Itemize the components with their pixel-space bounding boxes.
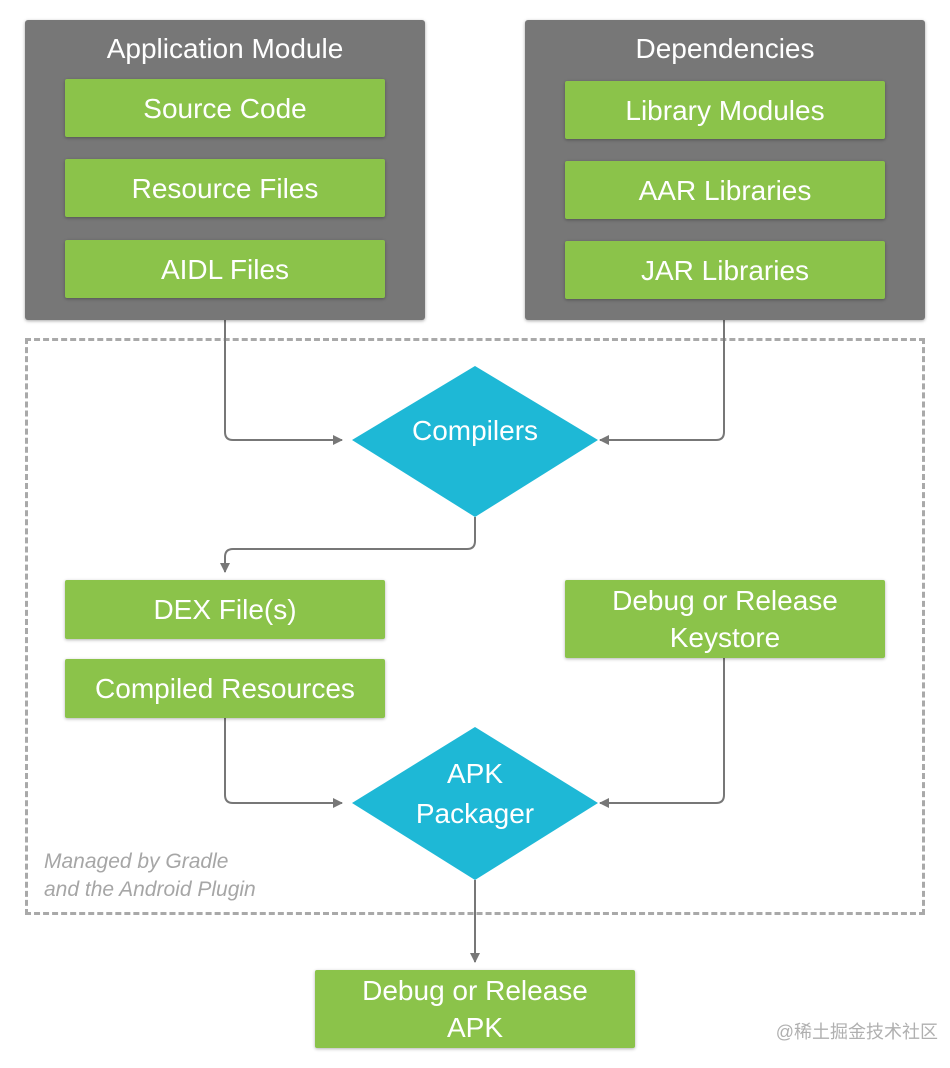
library-modules-label: Library Modules	[625, 94, 825, 126]
keystore-label-line2: Keystore	[669, 622, 781, 653]
aar-libraries-box: AAR Libraries	[565, 161, 885, 219]
aidl-files-label: AIDL Files	[160, 253, 290, 285]
jar-libraries-box: JAR Libraries	[565, 241, 885, 299]
resource-files-box: Resource Files	[65, 159, 385, 217]
dex-files-label: DEX File(s)	[153, 594, 297, 625]
connector-resources-to-packager	[224, 718, 343, 808]
compiled-resources-box: Compiled Resources	[65, 659, 385, 718]
apk-packager-label-line2: Packager	[415, 798, 535, 829]
watermark: @稀土掘金技术社区	[775, 1022, 938, 1042]
dex-files-box: DEX File(s)	[65, 580, 385, 639]
compilers-diamond	[352, 366, 598, 517]
connector-app-to-compilers	[224, 320, 343, 445]
aidl-files-box: AIDL Files	[65, 240, 385, 298]
resource-files-label: Resource Files	[131, 172, 319, 204]
apk-packager-diamond	[352, 727, 598, 880]
keystore-box: Debug or Release Keystore	[565, 580, 885, 658]
library-modules-box: Library Modules	[565, 81, 885, 139]
aar-libraries-label: AAR Libraries	[638, 174, 812, 206]
dependencies-title: Dependencies	[635, 33, 815, 64]
compiled-resources-label: Compiled Resources	[95, 673, 355, 704]
apk-packager-label-wrap: APK Packager	[375, 752, 575, 836]
application-module-title: Application Module	[106, 33, 344, 64]
final-apk-box: Debug or Release APK	[315, 970, 635, 1048]
connector-keystore-to-packager	[599, 658, 725, 808]
compilers-label: Compilers	[411, 415, 539, 446]
connector-compilers-to-dex	[220, 517, 476, 573]
source-code-box: Source Code	[65, 79, 385, 137]
final-apk-label-line2: APK	[446, 1012, 504, 1043]
keystore-label-line1: Debug or Release	[612, 585, 838, 616]
managed-by-gradle-note: Managed by Gradle and the Android Plugin	[44, 848, 256, 904]
managed-note-line2: and the Android Plugin	[44, 878, 256, 901]
compilers-label-wrap: Compilers	[375, 406, 575, 456]
apk-packager-label-line1: APK	[446, 758, 504, 789]
final-apk-label-line1: Debug or Release	[362, 975, 588, 1006]
jar-libraries-label: JAR Libraries	[640, 254, 810, 286]
source-code-label: Source Code	[143, 92, 307, 124]
managed-note-line1: Managed by Gradle	[44, 850, 229, 873]
connector-deps-to-compilers	[599, 320, 725, 445]
